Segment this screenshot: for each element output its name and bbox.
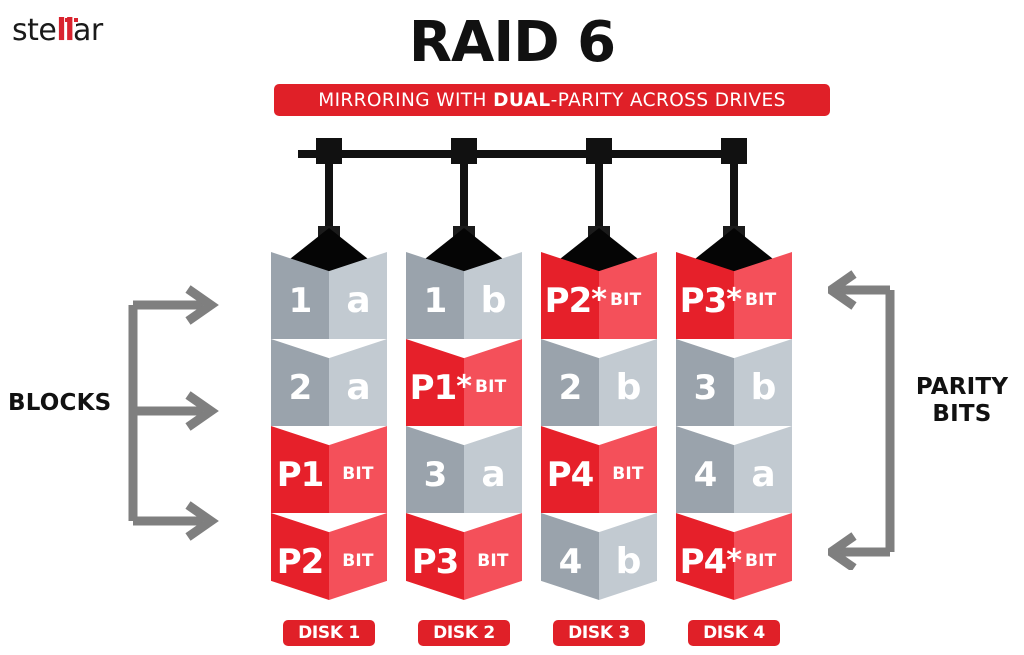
block-left-face <box>676 252 734 339</box>
block-body <box>406 339 522 426</box>
logo-umlaut-icon <box>63 18 85 26</box>
block-body <box>406 426 522 513</box>
bus-node-2 <box>451 138 477 164</box>
block-left-face <box>676 426 734 513</box>
subtitle-post: -PARITY ACROSS DRIVES <box>550 89 786 111</box>
block-left-face <box>271 252 329 339</box>
parity-bracket-icon <box>823 270 895 572</box>
block-right-face <box>599 426 657 513</box>
parity-label-line2: BITS <box>932 401 992 428</box>
block-right-face <box>734 513 792 600</box>
page-title: RAID 6 <box>408 10 616 75</box>
bus-stem-4 <box>730 162 738 238</box>
block-left-face <box>541 513 599 600</box>
block-right-face <box>734 339 792 426</box>
block-right-face <box>599 252 657 339</box>
block-body <box>541 339 657 426</box>
block-left-face <box>406 339 464 426</box>
bus-node-4 <box>721 138 747 164</box>
bus-line <box>298 150 738 158</box>
block-right-face <box>734 252 792 339</box>
block-left-face <box>406 252 464 339</box>
block-left-face <box>676 339 734 426</box>
parity-block[interactable]: P2*BIT <box>541 252 657 339</box>
parity-block[interactable]: P3*BIT <box>676 252 792 339</box>
blocks-label: BLOCKS <box>8 390 112 416</box>
block-left-face <box>271 426 329 513</box>
logo-text-part2: ll <box>56 13 75 48</box>
parity-label-line1: PARITY <box>915 374 1009 400</box>
block-right-face <box>464 426 522 513</box>
bus-stem-1 <box>325 162 333 238</box>
parity-block[interactable]: P1*BIT <box>406 339 522 426</box>
block-body <box>541 513 657 600</box>
disk-label-chip-1[interactable]: DISK 1 <box>283 620 375 646</box>
subtitle-pre: MIRRORING WITH <box>318 89 494 111</box>
block-body <box>271 426 387 513</box>
block-left-face <box>406 426 464 513</box>
block-right-face <box>329 426 387 513</box>
block-body <box>676 252 792 339</box>
bus-stem-3 <box>595 162 603 238</box>
block-left-face <box>406 513 464 600</box>
block-body <box>271 252 387 339</box>
block-right-face <box>329 513 387 600</box>
block-body <box>271 513 387 600</box>
block-right-face <box>329 339 387 426</box>
block-left-face <box>271 339 329 426</box>
block-right-face <box>599 513 657 600</box>
block-body <box>541 252 657 339</box>
logo-text-part1: ste <box>12 13 57 48</box>
block-left-face <box>541 426 599 513</box>
subtitle-banner: MIRRORING WITH DUAL-PARITY ACROSS DRIVES <box>274 84 830 116</box>
disk-label-chip-3[interactable]: DISK 3 <box>553 620 645 646</box>
blocks-annotation: BLOCKS <box>8 283 233 543</box>
block-right-face <box>599 339 657 426</box>
block-body <box>676 339 792 426</box>
block-right-face <box>734 426 792 513</box>
block-body <box>676 426 792 513</box>
block-left-face <box>676 513 734 600</box>
block-body <box>271 339 387 426</box>
bus-node-3 <box>586 138 612 164</box>
block-left-face <box>541 252 599 339</box>
block-body <box>406 513 522 600</box>
block-body <box>406 252 522 339</box>
block-body <box>676 513 792 600</box>
block-left-face <box>271 513 329 600</box>
block-body <box>541 426 657 513</box>
stellar-logo: stellar <box>12 16 103 46</box>
subtitle-text: MIRRORING WITH DUAL-PARITY ACROSS DRIVES <box>318 90 786 111</box>
block-right-face <box>464 252 522 339</box>
blocks-bracket-icon <box>128 285 219 541</box>
subtitle-bold: DUAL <box>493 89 551 111</box>
block-left-face <box>541 339 599 426</box>
block-right-face <box>464 513 522 600</box>
disk-label-chip-4[interactable]: DISK 4 <box>688 620 780 646</box>
block-right-face <box>464 339 522 426</box>
bus-stem-2 <box>460 162 468 238</box>
disk-label-chip-2[interactable]: DISK 2 <box>418 620 510 646</box>
bus-node-1 <box>316 138 342 164</box>
block-right-face <box>329 252 387 339</box>
parity-block[interactable]: P4*BIT <box>676 513 792 600</box>
